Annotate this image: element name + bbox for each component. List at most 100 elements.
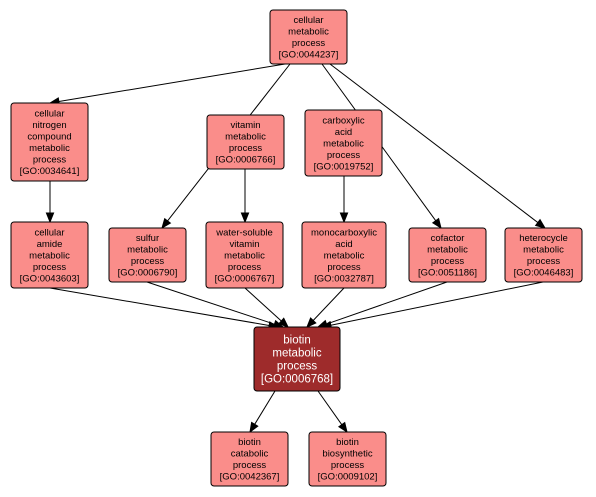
arrowhead-icon [45, 212, 55, 224]
arrowhead-icon [249, 421, 259, 434]
term-id-label: [GO:0032787] [314, 273, 374, 284]
term-node-box [108, 227, 187, 283]
term-id-label: [GO:0042367] [220, 472, 280, 483]
term-name-label: acid [335, 239, 352, 250]
term-name-label: process [292, 38, 326, 49]
term-node-box [206, 114, 285, 170]
term-name-label: heterocycle [519, 233, 568, 244]
arrowhead-icon [534, 218, 547, 229]
term-id-label: [GO:0044237] [279, 50, 339, 61]
edge-go-0006766-to-go-0006767 [240, 169, 250, 224]
term-name-label: vitamin [230, 120, 260, 131]
term-node-box [269, 9, 348, 65]
term-node[interactable]: monocarboxylicacidmetabolicprocess[GO:00… [301, 221, 387, 289]
term-name-label: monocarboxylic [311, 227, 377, 238]
term-node-box [408, 227, 487, 283]
term-id-label: [GO:0006790] [118, 268, 178, 279]
term-name-label: acid [335, 127, 352, 138]
edge-go-0006790-to-go-0006768 [146, 281, 285, 329]
edge-go-0051186-to-go-0006768 [316, 281, 448, 328]
arrowhead-icon [240, 212, 250, 224]
term-name-label: metabolic [272, 347, 321, 359]
arrowhead-icon [431, 217, 442, 230]
term-name-label: metabolic [29, 250, 70, 261]
term-node[interactable]: carboxylicacidmetabolicprocess[GO:001975… [304, 109, 383, 177]
term-node-box [504, 227, 583, 283]
term-name-label: process [33, 155, 67, 166]
term-node-box [210, 431, 289, 487]
term-node-box [10, 221, 89, 289]
term-name-label: amide [37, 239, 63, 250]
term-id-label: [GO:0019752] [314, 161, 374, 172]
term-name-label: biosynthetic [322, 449, 372, 460]
term-name-label: cellular [293, 15, 323, 26]
edge-go-0034641-to-go-0043603 [45, 181, 55, 224]
term-name-label: carboxylic [322, 115, 364, 126]
term-id-label: [GO:0006768] [261, 373, 333, 385]
term-name-label: process [331, 460, 365, 471]
term-name-label: process [327, 150, 361, 161]
term-node-box [301, 221, 387, 289]
term-name-label: metabolic [29, 143, 70, 154]
term-name-label: process [277, 360, 318, 372]
term-name-label: biotin [283, 334, 311, 346]
term-name-label: cellular [34, 109, 64, 120]
edge-go-0006768-to-go-0042367 [249, 390, 276, 434]
term-node[interactable]: water-solublevitaminmetabolicprocess[GO:… [205, 221, 284, 289]
term-name-label: process [131, 256, 165, 267]
arrowhead-icon [339, 212, 349, 224]
term-name-label: compound [27, 132, 71, 143]
term-name-label: process [228, 262, 262, 273]
term-name-label: nitrogen [32, 120, 66, 131]
term-id-label: [GO:0043603] [20, 273, 80, 284]
term-name-label: metabolic [224, 250, 265, 261]
term-name-label: metabolic [127, 245, 168, 256]
term-name-label: metabolic [288, 27, 329, 38]
term-name-label: catabolic [231, 449, 269, 460]
term-name-label: metabolic [523, 245, 564, 256]
edge-go-0019752-to-go-0032787 [339, 176, 349, 224]
edge-go-0044237-to-go-0034641 [48, 63, 286, 106]
term-name-label: water-soluble [215, 227, 273, 238]
edge-go-0043603-to-go-0006768 [49, 287, 280, 330]
arrowhead-icon [337, 421, 348, 434]
term-name-label: metabolic [225, 132, 266, 143]
term-name-label: biotin [238, 437, 261, 448]
term-node[interactable]: cellularnitrogencompoundmetabolicprocess… [10, 102, 89, 182]
term-name-label: cofactor [431, 233, 465, 244]
arrowhead-icon [278, 317, 289, 328]
term-id-label: [GO:0046483] [514, 268, 574, 279]
term-name-label: vitamin [229, 239, 259, 250]
term-name-label: process [327, 262, 361, 273]
nodes-layer: cellularmetabolicprocess[GO:0044237]cell… [10, 9, 583, 487]
term-node-box [205, 221, 284, 289]
term-node-box [10, 102, 89, 182]
term-name-label: cellular [34, 227, 64, 238]
term-id-label: [GO:0009102] [318, 472, 378, 483]
term-name-label: process [431, 256, 465, 267]
term-node-box [308, 431, 387, 487]
term-name-label: biotin [336, 437, 359, 448]
term-name-label: sulfur [136, 233, 159, 244]
term-node[interactable]: cellularamidemetabolicprocess[GO:0043603… [10, 221, 89, 289]
edge-go-0032787-to-go-0006768 [306, 287, 345, 328]
edge-go-0006768-to-go-0009102 [317, 390, 348, 434]
term-id-label: [GO:0051186] [418, 268, 477, 279]
edge-go-0046483-to-go-0006768 [320, 281, 544, 330]
term-name-label: metabolic [427, 245, 468, 256]
term-node-box [253, 326, 341, 392]
term-name-label: metabolic [323, 138, 364, 149]
term-name-label: process [229, 143, 263, 154]
term-node-box [304, 109, 383, 177]
term-id-label: [GO:0006767] [215, 273, 275, 284]
term-name-label: process [33, 262, 67, 273]
term-id-label: [GO:0006766] [216, 155, 276, 166]
